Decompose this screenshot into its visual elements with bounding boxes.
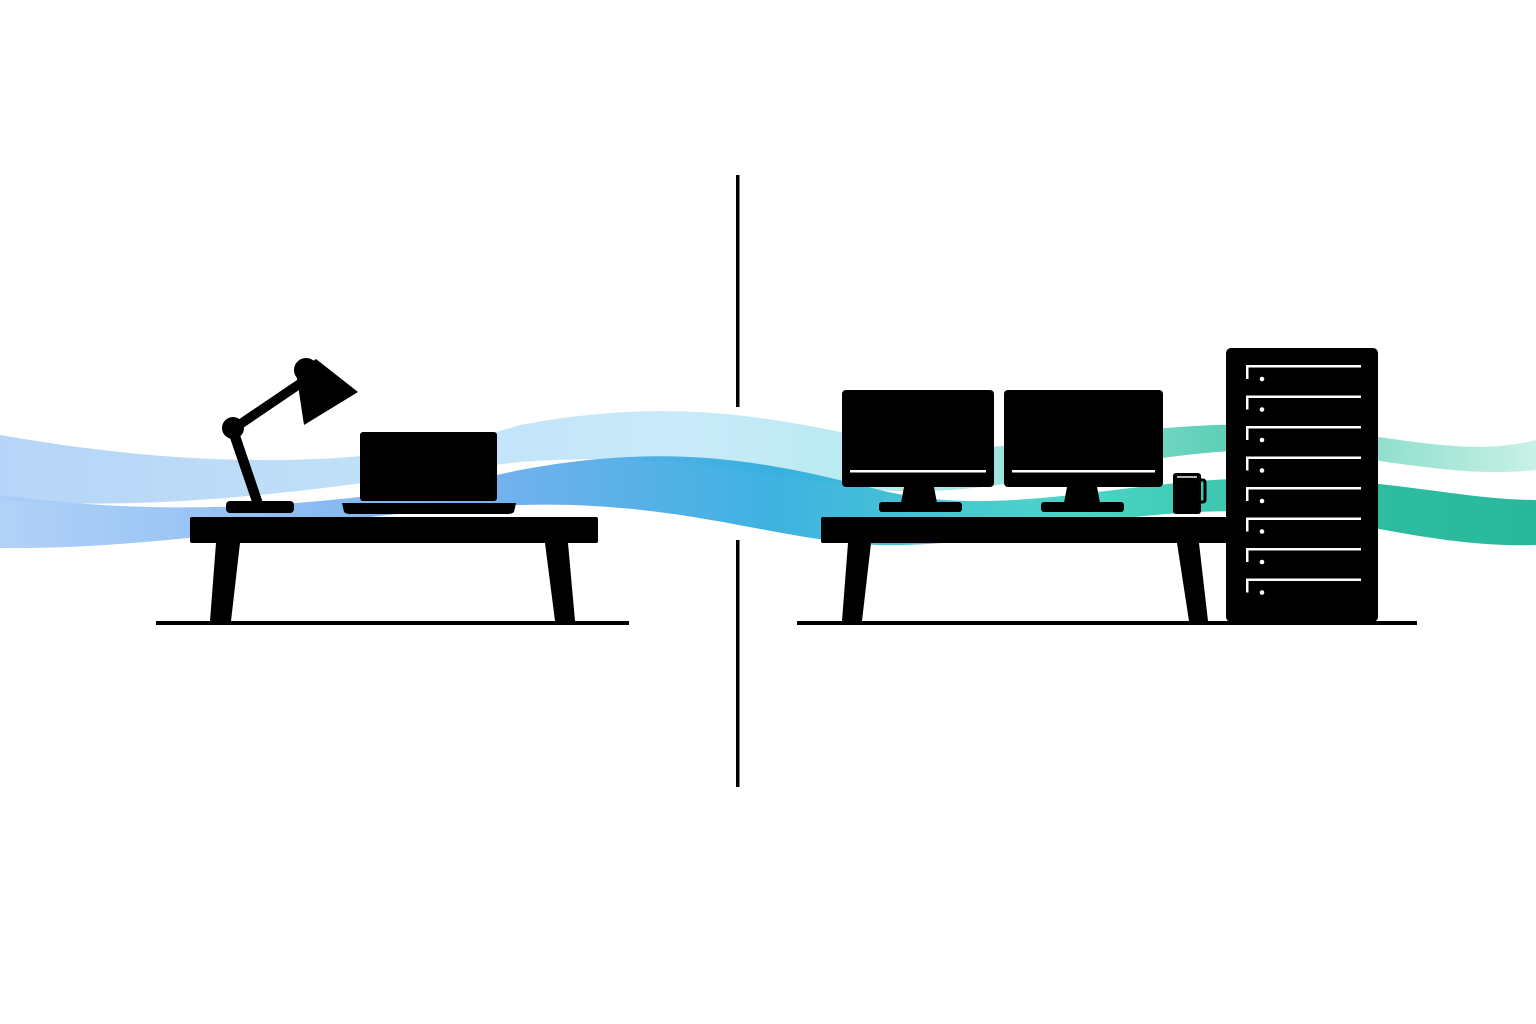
monitor-icon [1004,390,1163,512]
laptop-icon [342,432,516,514]
server-drawer [1246,487,1361,504]
server-drawer [1246,456,1361,473]
mug-icon [1173,473,1207,514]
server-drawer [1246,578,1361,595]
floor-line [797,621,1417,625]
server-drawer [1246,548,1361,565]
center-divider [736,175,740,787]
server-rack-icon [1226,348,1378,622]
left-workspace [156,358,629,625]
monitor-icon [842,390,994,512]
server-drawer [1246,395,1361,412]
desk-icon [190,517,598,621]
server-drawer [1246,426,1361,443]
wave-band-front [0,456,1536,549]
server-drawer [1246,517,1361,534]
server-rack-drawers [1246,365,1361,595]
floor-line [156,621,629,625]
desk-icon [821,517,1233,621]
desk-lamp-icon [222,358,358,513]
right-workspace [797,348,1417,625]
server-drawer [1246,365,1361,382]
